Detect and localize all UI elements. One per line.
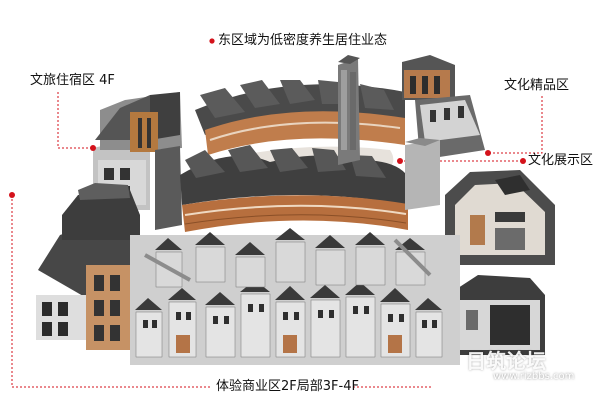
markers [9,38,526,198]
marker-culture-lodging [90,145,96,151]
marker-boutique [485,150,491,156]
watermark-url: www.rizbbs.com [493,371,575,382]
watermark-logo: 日筑论坛 [466,349,546,373]
ring-residential-building [180,80,410,232]
label-culture-exhibition: 文化展示区 [528,153,594,168]
marker-exhibition-right [520,158,526,164]
leader-line-commercial [11,195,212,388]
central-tower [338,55,360,165]
leader-line-boutique [488,96,543,154]
marker-east-zone [209,38,215,44]
label-east-zone: 东区域为低密度养生居住业态 [218,33,388,48]
lower-left-building [36,183,140,350]
commercial-street-buildings [130,228,460,365]
lower-right-building [455,275,545,355]
label-culture-lodging: 文旅住宿区 4F [30,73,115,88]
culture-exhibition-building [405,138,555,265]
marker-exhibition-left [397,158,403,164]
leader-line-culture-lodging [57,92,93,149]
label-commercial-zone: 体验商业区2F局部3F-4F [216,379,359,394]
label-culture-boutique: 文化精品区 [504,78,570,93]
marker-commercial [9,192,15,198]
